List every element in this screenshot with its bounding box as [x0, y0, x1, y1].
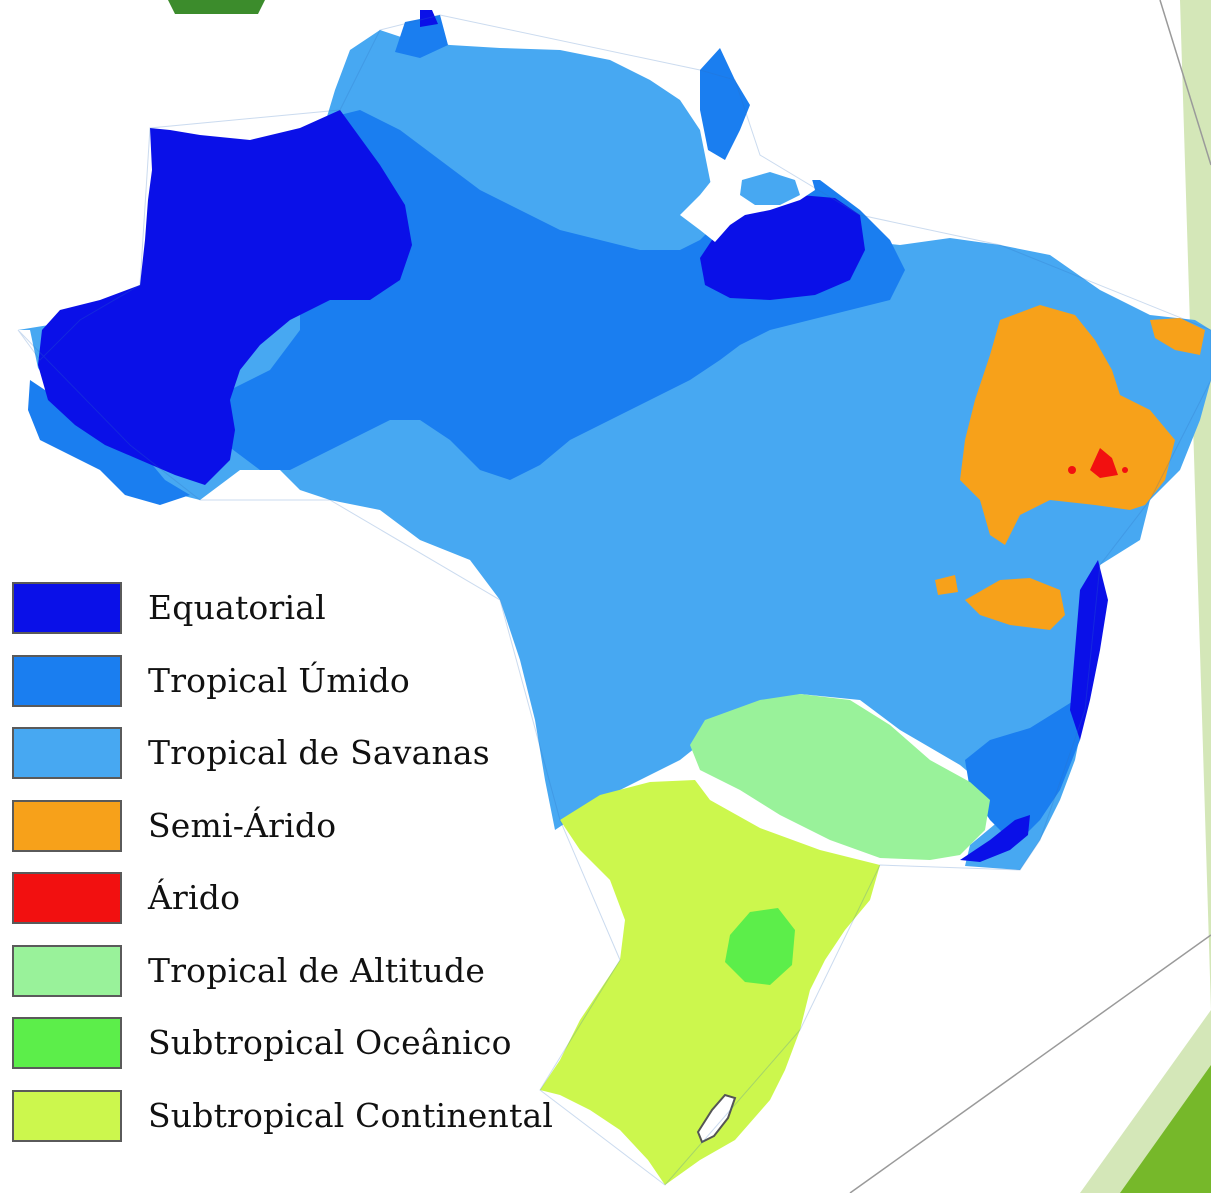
- map-legend: Equatorial Tropical Úmido Tropical de Sa…: [12, 582, 572, 1162]
- legend-item-tropical-de-savanas: Tropical de Savanas: [12, 727, 572, 800]
- marajo-island: [740, 172, 800, 205]
- region-subtropical-continental: [540, 780, 880, 1185]
- legend-label: Subtropical Continental: [148, 1095, 554, 1135]
- region-arido: [1068, 448, 1128, 478]
- legend-item-tropical-de-altitude: Tropical de Altitude: [12, 944, 572, 1018]
- legend-item-arido: Árido: [12, 872, 572, 945]
- right-green-triangle: [1120, 1065, 1211, 1193]
- legend-item-subtropical-continental: Subtropical Continental: [12, 1089, 572, 1163]
- legend-swatch: [12, 582, 122, 634]
- slide-decoration: [168, 0, 1211, 1193]
- region-tropical-de-altitude: [690, 694, 990, 860]
- legend-swatch: [12, 1089, 122, 1142]
- region-semi-arido: [935, 305, 1205, 630]
- legend-swatch: [12, 1017, 122, 1069]
- legend-swatch: [12, 944, 122, 997]
- legend-item-equatorial: Equatorial: [12, 582, 572, 655]
- legend-swatch: [12, 727, 122, 779]
- region-subtropical-oceanico: [725, 908, 795, 985]
- legend-label: Semi-Árido: [148, 805, 337, 845]
- lagoa-dos-patos: [696, 1093, 737, 1144]
- legend-label: Árido: [148, 878, 241, 917]
- legend-item-tropical-umido: Tropical Úmido: [12, 654, 572, 728]
- right-light-green-band: [1080, 0, 1211, 1193]
- legend-label: Tropical Úmido: [148, 660, 410, 700]
- legend-item-semi-arido: Semi-Árido: [12, 799, 572, 873]
- water-bodies: [680, 155, 815, 1144]
- title-fragment: [168, 0, 265, 14]
- legend-label: Subtropical Oceânico: [148, 1023, 512, 1062]
- legend-label: Equatorial: [148, 588, 326, 627]
- legend-swatch: [12, 654, 122, 707]
- region-equatorial: [38, 10, 1108, 862]
- legend-label: Tropical de Altitude: [148, 950, 486, 990]
- legend-item-subtropical-oceanico: Subtropical Oceânico: [12, 1017, 572, 1090]
- legend-label: Tropical de Savanas: [148, 733, 490, 772]
- country-border: [17, 14, 1211, 1186]
- legend-swatch: [12, 799, 122, 852]
- legend-swatch: [12, 872, 122, 924]
